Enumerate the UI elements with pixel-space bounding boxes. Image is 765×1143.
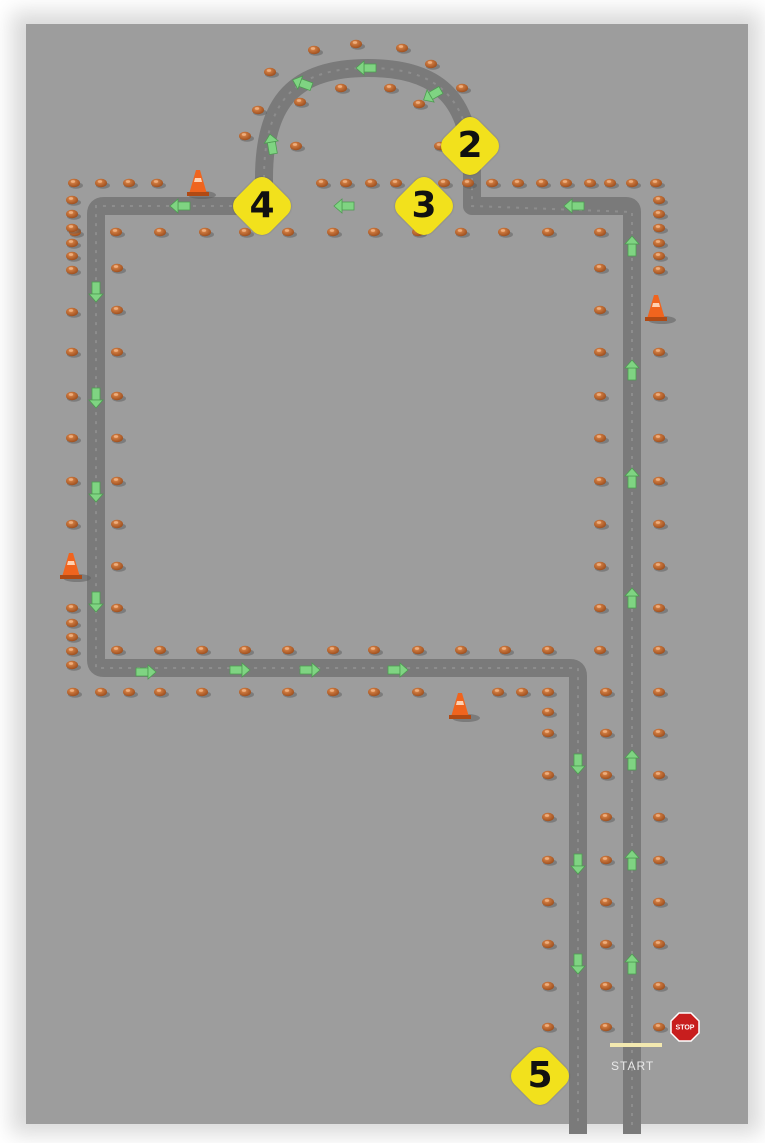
marker-3-number: 3 [392,174,456,238]
marker-4-number: 4 [230,174,294,238]
marker-5-number: 5 [508,1044,572,1108]
marker-2: 2 [438,114,502,178]
marker-4: 4 [230,174,294,238]
marker-5: 5 [508,1044,572,1108]
start-label: START [611,1059,654,1073]
marker-3: 3 [392,174,456,238]
stop-sign-icon: STOP [671,1013,699,1041]
start-line [610,1043,662,1047]
marker-2-number: 2 [438,114,502,178]
stop-sign-label: STOP [676,1025,695,1032]
